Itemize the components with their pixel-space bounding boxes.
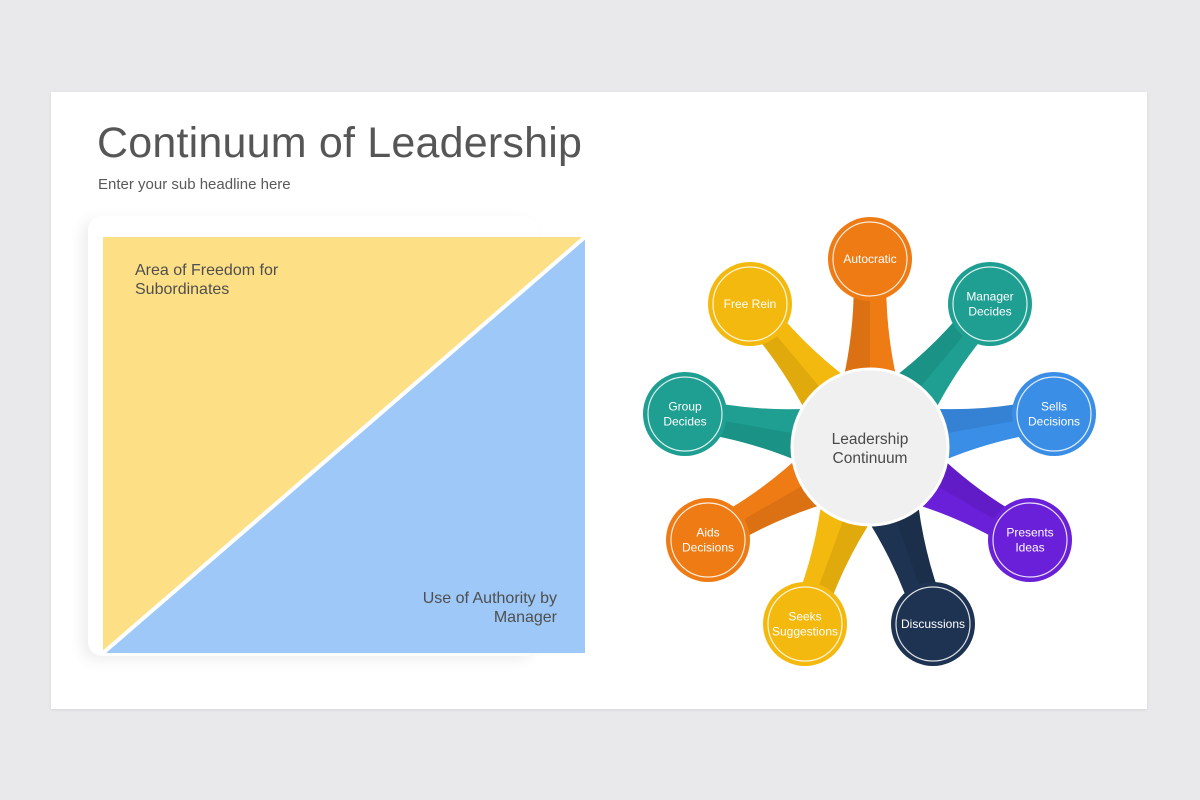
petal-label-seeks-suggestions: Seeks: [788, 610, 821, 624]
petal-ring: [952, 266, 1028, 342]
page-title: Continuum of Leadership: [97, 119, 583, 167]
petal-bulb: [643, 372, 727, 456]
petal-bulb: [828, 217, 912, 301]
petal-ring: [670, 502, 746, 578]
petal-bulb: [708, 262, 792, 346]
petal-autocratic: Autocratic: [828, 217, 912, 389]
petal-label-sells-decisions: Decisions: [1028, 415, 1080, 429]
petal-label-group-decides: Group: [668, 400, 702, 414]
petal-bulb: [763, 582, 847, 666]
petal-ring: [647, 376, 723, 452]
petal-ring: [767, 586, 843, 662]
petal-bulb: [948, 262, 1032, 346]
petal-bulb: [1012, 372, 1096, 456]
petal-ring: [832, 221, 908, 297]
petal-ring: [712, 266, 788, 342]
petal-label-aids-decisions: Decisions: [682, 541, 734, 555]
petal-bulb: [891, 582, 975, 666]
petal-label-manager-decides: Manager: [966, 290, 1013, 304]
petal-label-free-rein: Free Rein: [724, 297, 777, 311]
petal-label-sells-decisions: Sells: [1041, 400, 1067, 414]
petal-label-seeks-suggestions: Suggestions: [772, 625, 838, 639]
wheel-center-line2: Continuum: [833, 450, 908, 467]
wheel-center-line1: Leadership: [832, 431, 909, 448]
petal-label-presents-ideas: Ideas: [1015, 541, 1044, 555]
petal-label-discussions: Discussions: [901, 617, 965, 631]
petal-label-presents-ideas: Presents: [1006, 526, 1053, 540]
petal-label-group-decides: Decides: [663, 415, 706, 429]
freedom-authority-chart: [103, 237, 585, 653]
petal-bulb: [988, 498, 1072, 582]
petal-ring: [895, 586, 971, 662]
page-subtitle: Enter your sub headline here: [98, 176, 291, 193]
petal-bulb: [666, 498, 750, 582]
petal-ring: [1016, 376, 1092, 452]
petal-ring: [992, 502, 1068, 578]
authority-label: Use of Authority by Manager: [422, 590, 557, 626]
diagonal-divider: [103, 237, 585, 653]
petal-label-autocratic: Autocratic: [843, 252, 896, 266]
wheel-center: [790, 367, 950, 527]
petal-label-manager-decides: Decides: [968, 305, 1011, 319]
freedom-label: Area of Freedom for Subordinates: [135, 262, 279, 298]
petal-label-aids-decisions: Aids: [696, 526, 719, 540]
petal-discussions: Discussions: [862, 491, 975, 666]
